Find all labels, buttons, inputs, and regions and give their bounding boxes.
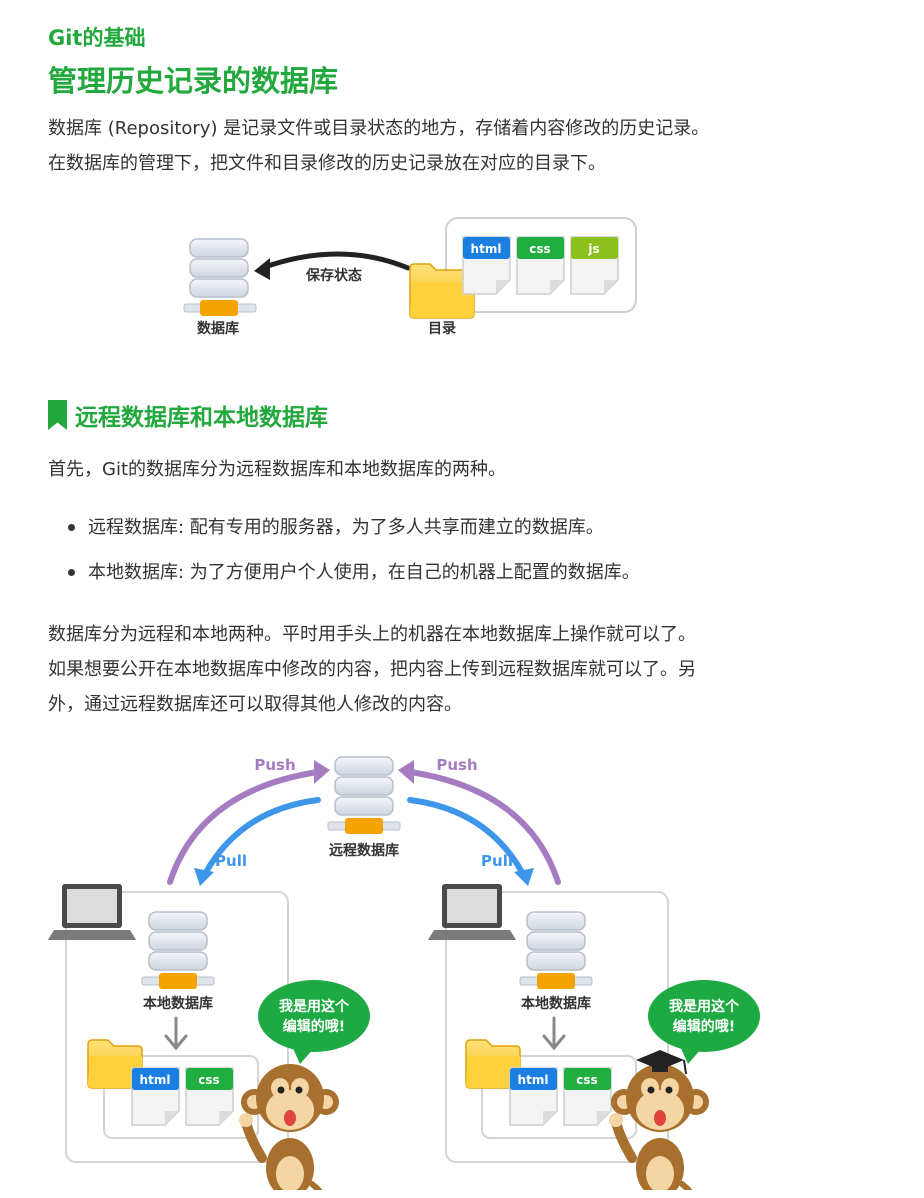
- list-item: 本地数据库: 为了方便用户个人使用，在自己的机器上配置的数据库。: [68, 550, 640, 595]
- bubble-line: 编辑的哦!: [283, 1018, 345, 1035]
- database-label: 数据库: [197, 320, 239, 337]
- local-database-label: 本地数据库: [521, 995, 591, 1012]
- down-arrow-icon: [542, 1016, 566, 1051]
- intro-paragraph: 数据库 (Repository) 是记录文件或目录状态的地方，存储着内容修改的历…: [48, 111, 709, 181]
- file-tag: css: [576, 1073, 597, 1087]
- html-file-icon: html: [462, 236, 511, 295]
- html-file-icon: html: [131, 1067, 180, 1126]
- file-tag: html: [140, 1073, 171, 1087]
- remote-local-diagram: 远程数据库 Push Push Pull Pull 本地数据库 html css…: [48, 756, 760, 1190]
- bubble-line: 编辑的哦!: [673, 1018, 735, 1035]
- file-tag: html: [518, 1073, 549, 1087]
- bullet-icon: [68, 569, 75, 576]
- push-arrow-right-head: [398, 760, 414, 784]
- speech-bubble: 我是用这个 编辑的哦!: [648, 980, 760, 1064]
- pull-arrow-left-head: [194, 868, 214, 886]
- push-arrow-right: [407, 769, 561, 885]
- intro-line: 在数据库的管理下，把文件和目录修改的历史记录放在对应的目录下。: [48, 153, 606, 174]
- file-tag: css: [198, 1073, 219, 1087]
- css-file-icon: css: [516, 236, 565, 295]
- section-heading: 远程数据库和本地数据库: [48, 398, 328, 432]
- push-label: Push: [436, 756, 477, 774]
- save-arrow: [259, 251, 411, 271]
- database-icon: [183, 238, 257, 316]
- folder-icon: [409, 263, 475, 319]
- css-file-icon: css: [563, 1067, 612, 1126]
- pull-label: Pull: [215, 852, 247, 870]
- section-lead: 首先，Git的数据库分为远程数据库和本地数据库的两种。: [48, 459, 507, 480]
- remote-database-label: 远程数据库: [329, 842, 399, 859]
- repository-diagram: 数据库 保存状态 目录 html css js: [183, 217, 637, 337]
- push-label: Push: [254, 756, 295, 774]
- push-arrow-left-head: [314, 760, 330, 784]
- css-file-icon: css: [185, 1067, 234, 1126]
- list-item-text: 远程数据库: 配有专用的服务器，为了多人共享而建立的数据库。: [88, 517, 604, 538]
- bullet-icon: [68, 524, 75, 531]
- remote-database-icon: [327, 756, 401, 835]
- bubble-line: 我是用这个: [669, 998, 740, 1015]
- page-title: 管理历史记录的数据库: [48, 64, 339, 98]
- section-heading-text: 远程数据库和本地数据库: [75, 405, 328, 431]
- pull-arrow-right-head: [514, 868, 534, 886]
- local-database-icon: [141, 911, 215, 990]
- file-tag: js: [587, 242, 599, 256]
- local-database-label: 本地数据库: [143, 995, 213, 1012]
- push-arrow-left: [167, 769, 321, 885]
- pull-arrow-left: [202, 797, 321, 877]
- graduation-cap-icon: [636, 1050, 687, 1075]
- save-state-label: 保存状态: [305, 267, 362, 284]
- js-file-icon: js: [570, 236, 619, 295]
- list-item: 远程数据库: 配有专用的服务器，为了多人共享而建立的数据库。: [68, 505, 640, 550]
- file-tag: html: [471, 242, 502, 256]
- list-item-text: 本地数据库: 为了方便用户个人使用，在自己的机器上配置的数据库。: [88, 562, 640, 583]
- file-tag: css: [529, 242, 550, 256]
- bookmark-icon: [48, 400, 67, 430]
- speech-bubble: 我是用这个 编辑的哦!: [258, 980, 370, 1064]
- pull-label: Pull: [481, 852, 513, 870]
- intro-line: 数据库 (Repository) 是记录文件或目录状态的地方，存储着内容修改的历…: [48, 118, 710, 139]
- pull-arrow-right: [407, 797, 526, 877]
- down-arrow-icon: [164, 1016, 188, 1051]
- repository-type-list: 远程数据库: 配有专用的服务器，为了多人共享而建立的数据库。 本地数据库: 为了…: [68, 505, 640, 595]
- section-paragraph: 数据库分为远程和本地两种。平时用手头上的机器在本地数据库上操作就可以了。 如果想…: [48, 617, 696, 722]
- save-arrow-head: [254, 258, 270, 280]
- paragraph-line: 外，通过远程数据库还可以取得其他人修改的内容。: [48, 694, 462, 715]
- local-database-icon: [519, 911, 593, 990]
- directory-label: 目录: [428, 321, 456, 337]
- section-eyebrow: Git的基础: [48, 26, 146, 50]
- paragraph-line: 如果想要公开在本地数据库中修改的内容，把内容上传到远程数据库就可以了。另: [48, 659, 696, 680]
- bubble-line: 我是用这个: [279, 998, 350, 1015]
- html-file-icon: html: [509, 1067, 558, 1126]
- paragraph-line: 数据库分为远程和本地两种。平时用手头上的机器在本地数据库上操作就可以了。: [48, 624, 696, 645]
